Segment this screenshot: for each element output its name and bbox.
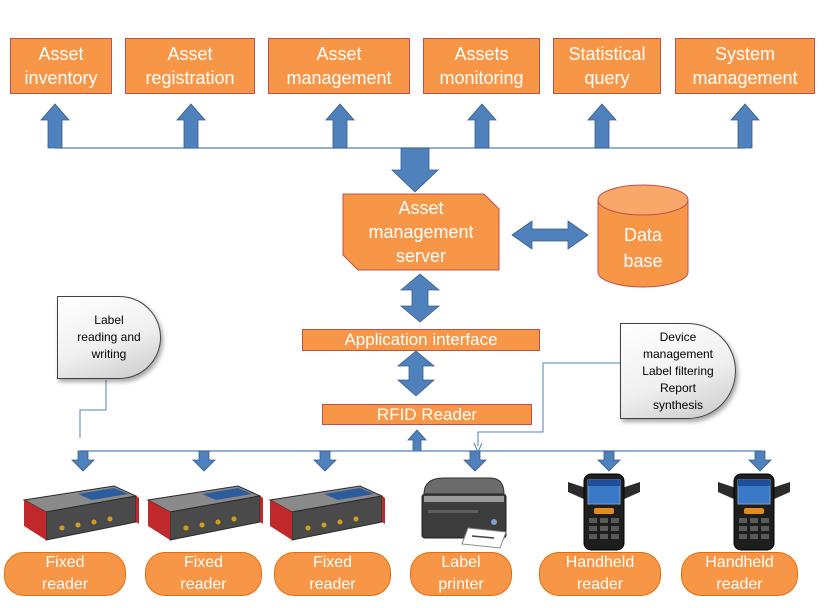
module-asset-management: Asset management bbox=[268, 38, 410, 94]
down-arrow-icon bbox=[313, 450, 337, 472]
callout-leader-line bbox=[477, 362, 620, 446]
device-label-label-printer: Label printer bbox=[410, 552, 512, 596]
down-arrow-icon bbox=[71, 450, 95, 472]
up-arrow-icon bbox=[730, 103, 760, 149]
device-label-text: Handheld reader bbox=[705, 554, 774, 593]
up-arrow-icon bbox=[325, 103, 355, 149]
device-label-text: Fixed reader bbox=[309, 554, 356, 593]
module-assets-monitoring: Assets monitoring bbox=[423, 38, 540, 94]
double-arrow-icon bbox=[399, 273, 441, 323]
down-arrow-icon bbox=[597, 450, 621, 472]
callout-text: Label reading and writing bbox=[77, 313, 141, 361]
double-arrow-icon bbox=[511, 220, 589, 250]
up-arrow-icon bbox=[176, 103, 206, 149]
device-label-text: Label printer bbox=[438, 554, 484, 593]
up-arrow-icon bbox=[467, 103, 497, 149]
application-interface-label: Application interface bbox=[344, 330, 498, 349]
device-label-text: Fixed reader bbox=[41, 554, 89, 593]
device-label-fixed-reader-1: Fixed reader bbox=[4, 552, 126, 596]
module-label: Asset inventory bbox=[24, 44, 98, 88]
label-printer-icon bbox=[421, 477, 507, 549]
module-label: System management bbox=[692, 44, 798, 88]
handheld-reader-icon bbox=[718, 473, 790, 551]
fixed-reader-icon bbox=[268, 485, 385, 541]
module-label: Statistical query bbox=[568, 44, 646, 88]
device-label-text: Fixed reader bbox=[180, 554, 227, 593]
database-label: Data base bbox=[623, 225, 663, 271]
device-management-callout: Device management Label filtering Report… bbox=[620, 323, 736, 419]
down-arrow-icon bbox=[748, 450, 772, 472]
down-arrow-icon bbox=[463, 450, 487, 472]
callout-leader-line bbox=[79, 380, 107, 438]
rfid-reader-label: RFID Reader bbox=[376, 404, 478, 424]
server-label: Asset management server bbox=[368, 198, 474, 266]
server-shape bbox=[342, 193, 500, 271]
rfid-reader-box: RFID Reader bbox=[322, 404, 532, 425]
label-rw-callout: Label reading and writing bbox=[57, 296, 161, 379]
module-label: Asset registration bbox=[145, 44, 235, 88]
up-arrow-icon bbox=[407, 429, 427, 452]
handheld-reader-icon bbox=[568, 473, 640, 551]
callout-text: Device management Label filtering Report… bbox=[642, 329, 714, 412]
device-label-handheld-reader-2: Handheld reader bbox=[681, 552, 798, 596]
leader-arrowhead-icon bbox=[473, 442, 483, 454]
up-arrow-icon bbox=[587, 103, 617, 149]
application-interface-box: Application interface bbox=[302, 329, 540, 351]
module-asset-inventory: Asset inventory bbox=[10, 38, 112, 94]
database-icon bbox=[597, 184, 689, 288]
device-label-fixed-reader-3: Fixed reader bbox=[274, 552, 391, 596]
fixed-reader-icon bbox=[22, 485, 139, 541]
device-label-text: Handheld reader bbox=[565, 554, 635, 593]
module-system-management: System management bbox=[675, 38, 815, 94]
device-label-handheld-reader-1: Handheld reader bbox=[539, 552, 661, 596]
module-statistical-query: Statistical query bbox=[553, 38, 661, 94]
module-label: Assets monitoring bbox=[439, 44, 524, 88]
double-arrow-icon bbox=[396, 350, 436, 397]
up-arrow-icon bbox=[40, 103, 70, 149]
down-arrow-icon bbox=[391, 147, 439, 193]
module-label: Asset management bbox=[286, 44, 392, 88]
down-arrow-icon bbox=[192, 450, 216, 472]
module-asset-registration: Asset registration bbox=[125, 38, 255, 94]
fixed-reader-icon bbox=[146, 485, 263, 541]
device-label-fixed-reader-2: Fixed reader bbox=[145, 552, 262, 596]
